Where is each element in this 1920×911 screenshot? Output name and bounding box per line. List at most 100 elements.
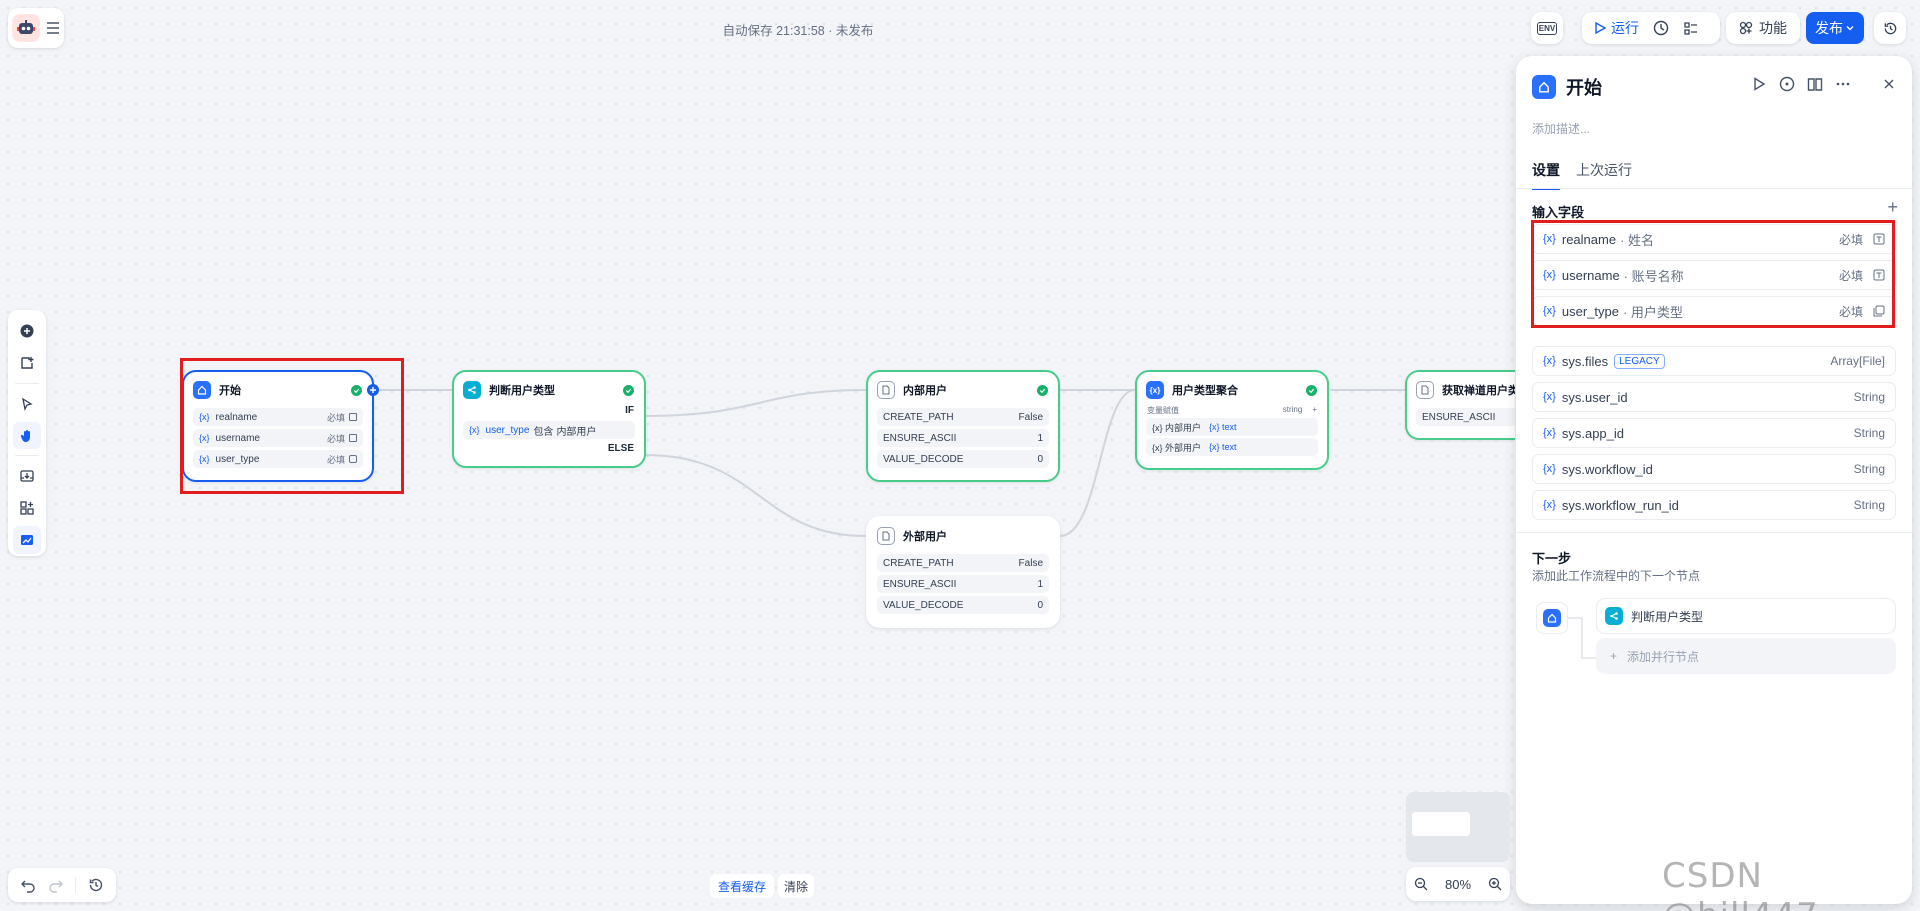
zoom-out-icon[interactable] bbox=[1414, 877, 1428, 891]
hand-mode-button[interactable] bbox=[13, 421, 41, 450]
add-field-icon[interactable]: + bbox=[1887, 197, 1898, 217]
variable-icon: {x} bbox=[469, 425, 480, 435]
minimap[interactable] bbox=[1406, 792, 1510, 862]
grid-layout-icon bbox=[20, 501, 34, 515]
view-cache-button[interactable]: 查看缓存 bbox=[710, 874, 775, 898]
autosave-status: 自动保存 21:31:58 · 未发布 bbox=[722, 24, 874, 38]
chevron-down-icon bbox=[1846, 26, 1854, 31]
publish-button[interactable]: 发布 bbox=[1806, 12, 1864, 44]
add-next-handle[interactable] bbox=[367, 384, 379, 396]
redo-icon[interactable] bbox=[48, 877, 64, 893]
input-field-realname[interactable]: {x}realname· 姓名必填 bbox=[1532, 224, 1896, 254]
success-check-icon bbox=[1306, 384, 1317, 396]
next-node-if-else[interactable]: 判断用户类型 bbox=[1596, 598, 1896, 634]
clear-button[interactable]: 清除 bbox=[778, 874, 815, 898]
source-var: {x} 内部用户 bbox=[1152, 422, 1202, 433]
highlight-box-input-fields bbox=[1531, 220, 1895, 328]
run-node-icon[interactable] bbox=[1750, 75, 1768, 93]
add-parallel-node-button[interactable]: +添加并行节点 bbox=[1596, 638, 1896, 674]
run-button[interactable]: 运行 bbox=[1582, 12, 1651, 44]
add-note-button[interactable] bbox=[13, 349, 41, 377]
features-icon bbox=[1739, 21, 1753, 35]
hand-icon bbox=[20, 429, 30, 442]
branch-icon bbox=[1605, 607, 1623, 625]
param-value: 0 bbox=[1037, 599, 1043, 611]
else-label: ELSE bbox=[607, 443, 634, 454]
zoom-in-icon[interactable] bbox=[1488, 877, 1502, 891]
node-title: 内部用户 bbox=[903, 385, 947, 397]
description-input[interactable]: 添加描述... bbox=[1532, 122, 1591, 136]
edge-external-aggregate bbox=[1059, 389, 1136, 537]
tab-last-run[interactable]: 上次运行 bbox=[1576, 162, 1632, 178]
features-button[interactable]: 功能 bbox=[1726, 12, 1800, 44]
history-clock-icon[interactable] bbox=[1653, 20, 1669, 36]
text-input-icon bbox=[1873, 269, 1885, 281]
select-type-icon bbox=[349, 455, 357, 463]
toolbar-divider bbox=[75, 877, 77, 893]
menu-icon[interactable] bbox=[46, 22, 60, 34]
field-type: String bbox=[1853, 498, 1885, 512]
field-type: String bbox=[1853, 426, 1885, 440]
node-fetch-zentao-user[interactable]: 获取禅道用户类 ENSURE_ASCII bbox=[1405, 370, 1515, 440]
var-name: username bbox=[215, 432, 260, 444]
param-row: ENSURE_ASCII bbox=[1416, 408, 1515, 426]
env-button[interactable]: ENV bbox=[1531, 12, 1563, 44]
checklist-icon[interactable] bbox=[1683, 20, 1699, 36]
history-icon[interactable] bbox=[88, 877, 104, 893]
variable-icon: {x} bbox=[1543, 269, 1556, 281]
tab-divider bbox=[1516, 188, 1912, 189]
branch-icon bbox=[463, 381, 481, 399]
tab-settings[interactable]: 设置 bbox=[1532, 160, 1560, 190]
version-history-button[interactable] bbox=[1874, 12, 1906, 44]
export-image-button[interactable] bbox=[13, 462, 41, 490]
canvas-toolbar bbox=[8, 310, 46, 556]
plus-icon: + bbox=[1610, 649, 1618, 663]
current-node-icon bbox=[1536, 602, 1568, 634]
help-icon[interactable] bbox=[1778, 75, 1796, 93]
history-icon bbox=[1884, 22, 1896, 34]
pointer-mode-button[interactable] bbox=[13, 390, 41, 418]
minimap-toggle-button[interactable] bbox=[13, 526, 41, 555]
zoom-control: 80% bbox=[1406, 867, 1510, 901]
variable-icon: {x} bbox=[1543, 355, 1556, 367]
workflow-edges bbox=[372, 389, 1405, 537]
variable-icon: {x} bbox=[199, 454, 210, 464]
param-key: ENSURE_ASCII bbox=[1422, 411, 1496, 423]
select-input-icon bbox=[1873, 305, 1885, 317]
organize-nodes-button[interactable] bbox=[13, 494, 41, 522]
param-value: False bbox=[1018, 557, 1043, 569]
edge-else-external bbox=[644, 454, 867, 537]
env-icon: ENV bbox=[1536, 21, 1558, 35]
plus-icon bbox=[370, 387, 376, 393]
code-doc-icon bbox=[877, 381, 895, 399]
field-name: sys.workflow_run_id bbox=[1561, 497, 1679, 513]
app-logo-menu[interactable] bbox=[8, 8, 64, 48]
field-name: sys.user_id bbox=[1561, 389, 1628, 405]
undo-icon[interactable] bbox=[20, 877, 36, 893]
zoom-level[interactable]: 80% bbox=[1444, 876, 1472, 892]
field-label: · 姓名 bbox=[1620, 232, 1655, 248]
edge-if-internal bbox=[644, 389, 867, 417]
plus-icon[interactable]: + bbox=[1312, 405, 1317, 414]
close-icon[interactable] bbox=[1880, 75, 1898, 93]
book-icon[interactable] bbox=[1806, 75, 1824, 93]
add-node-button[interactable] bbox=[13, 317, 41, 345]
export-icon bbox=[20, 470, 34, 483]
field-type: String bbox=[1853, 462, 1885, 476]
more-icon[interactable] bbox=[1834, 75, 1852, 93]
param-key: CREATE_PATH bbox=[883, 411, 954, 423]
param-key: VALUE_DECODE bbox=[883, 453, 964, 465]
code-doc-icon bbox=[1416, 381, 1434, 399]
next-node-title: 判断用户类型 bbox=[1631, 609, 1704, 624]
input-field-username[interactable]: {x}username· 账号名称必填 bbox=[1532, 260, 1896, 290]
